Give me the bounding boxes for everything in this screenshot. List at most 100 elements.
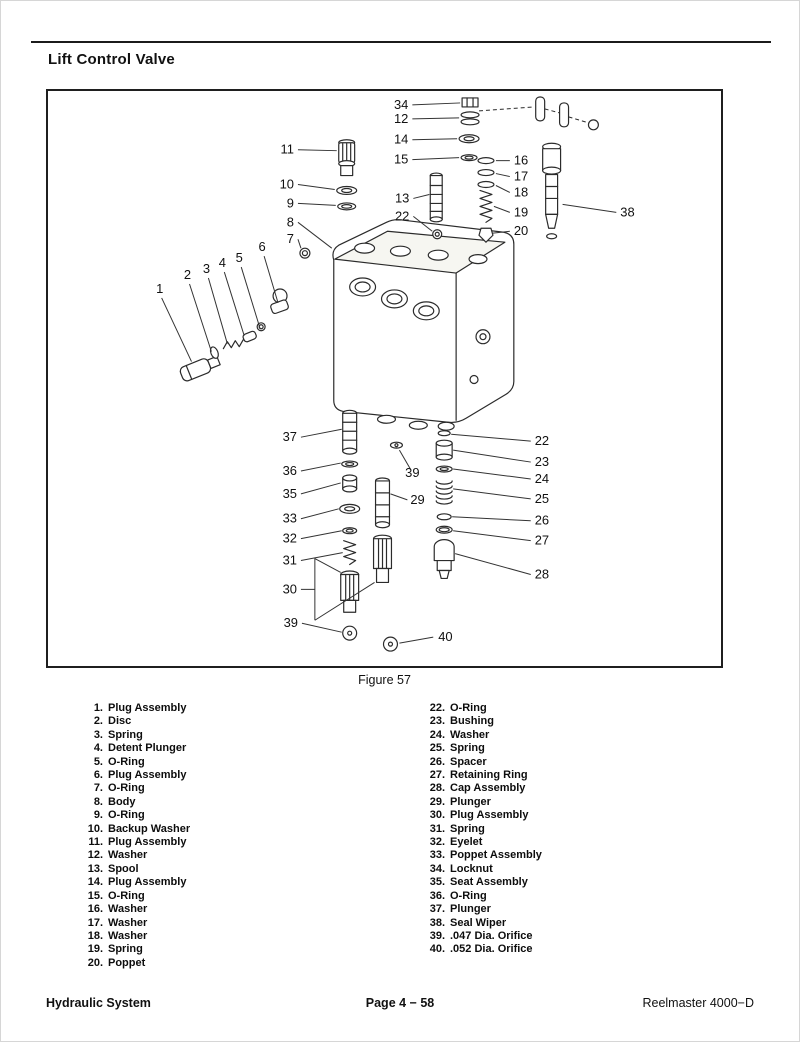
- part-number: 2.: [93, 715, 103, 728]
- callout-number-35: 35: [283, 486, 297, 501]
- o-ring-7-part: [299, 247, 311, 259]
- parts-list-item: 16.Washer: [79, 903, 421, 916]
- callout-number-13: 13: [395, 190, 409, 205]
- part-label: Poppet: [108, 956, 146, 969]
- parts-list-item: 20. Poppet: [79, 957, 421, 970]
- leader-line-15: [412, 157, 460, 161]
- part-label: Plug Assembly: [450, 809, 529, 822]
- leader-line-32: [300, 530, 342, 540]
- part-number: 1.: [93, 702, 103, 714]
- leader-line-37: [300, 428, 342, 438]
- leader-line-23: [453, 449, 531, 463]
- part-number: 16.: [87, 903, 103, 916]
- seal-wiper-38-part: [535, 96, 599, 240]
- assembly-dash-line: [478, 106, 534, 112]
- orifice-39a-part: [342, 625, 358, 641]
- o-ring-22b-part: [437, 430, 451, 437]
- part-number: 30.: [429, 809, 445, 822]
- leader-line-8: [297, 221, 333, 249]
- footer-model-name: Reelmaster 4000−D: [642, 996, 754, 1010]
- part-label: Poppet Assembly: [450, 849, 542, 862]
- part-label: Spacer: [450, 755, 487, 768]
- part-number: 20.: [87, 956, 103, 969]
- leader-line-2: [189, 283, 212, 352]
- part-label: Plug Assembly: [108, 836, 187, 849]
- parts-list-item: 28.Cap Assembly: [421, 782, 542, 795]
- part-number: 10.: [87, 822, 103, 835]
- leader-line-28: [454, 553, 531, 575]
- callout-number-22: 22: [395, 208, 409, 223]
- part-label: Plunger: [450, 903, 491, 916]
- part-label: O-Ring: [108, 755, 145, 768]
- leader-line-3: [207, 277, 228, 344]
- callout-number-12: 12: [394, 111, 408, 126]
- leader-line-22: [413, 215, 433, 232]
- footer-page-number: Page 4 − 58: [365, 996, 435, 1010]
- callout-number-17: 17: [514, 169, 528, 184]
- page-footer: Hydraulic System Page 4 − 58 Reelmaster …: [46, 996, 754, 1016]
- leader-line-9: [297, 202, 336, 206]
- part-label: .052 Dia. Orifice: [450, 943, 533, 956]
- part-number: 26.: [429, 755, 445, 768]
- leader-line-19: [493, 205, 511, 213]
- part-number: 6.: [93, 769, 103, 782]
- part-label: Spring: [108, 728, 143, 741]
- locknut-34-part: [461, 97, 479, 108]
- part-number: 15.: [87, 889, 103, 902]
- o-ring-22-top-part: [432, 229, 443, 240]
- plug-assembly-6-part: [270, 288, 289, 315]
- part-label: Plunger: [450, 795, 491, 808]
- parts-list-item: 37.Plunger: [421, 903, 542, 916]
- part-number: 29.: [429, 795, 445, 808]
- callout-number-39: 39: [405, 465, 419, 480]
- parts-list-item: 13.Spool: [79, 863, 421, 876]
- part-number: 7.: [93, 782, 103, 795]
- parts-list-item: 25.Spring: [421, 742, 542, 755]
- detent-plunger-4-part: [242, 330, 257, 343]
- part-number: 39.: [429, 929, 445, 942]
- leader-line-26: [452, 516, 531, 522]
- bushing-23-part: [435, 439, 453, 461]
- leader-line-10: [297, 184, 335, 190]
- parts-list-item: 30. Plug Assembly: [421, 809, 542, 822]
- leader-line-20: [491, 230, 510, 234]
- part-number: 40.: [429, 943, 445, 956]
- part-number: 17.: [87, 916, 103, 929]
- callout-number-8: 8: [287, 214, 294, 229]
- leader-line-29: [390, 493, 408, 501]
- leader-line-17: [495, 173, 510, 178]
- part-label: O-Ring: [108, 889, 145, 902]
- parts-list-item: 35.Seat Assembly: [421, 876, 542, 889]
- leader-line-22: [451, 433, 531, 442]
- part-label: Locknut: [450, 862, 493, 875]
- leader-line-36: [300, 462, 341, 472]
- part-number: 3.: [93, 728, 103, 741]
- washer-24-part: [435, 465, 453, 473]
- callout-number-10: 10: [280, 176, 294, 191]
- part-number: 36.: [429, 889, 445, 902]
- leader-line-12: [412, 117, 460, 120]
- parts-list-item: 1.Plug Assembly: [79, 702, 421, 715]
- plunger-29-part: [374, 477, 391, 529]
- callout-number-23: 23: [535, 454, 549, 469]
- poppet-20-part: [478, 227, 494, 243]
- callout-number-14: 14: [394, 132, 408, 147]
- parts-list-item: 24.Washer: [421, 729, 542, 742]
- callout-number-1: 1: [156, 281, 163, 296]
- callout-number-29: 29: [410, 492, 424, 507]
- leader-line-39: [398, 449, 411, 470]
- plug-assembly-30b-part: [372, 534, 393, 584]
- callout-number-36: 36: [283, 463, 297, 478]
- callout-number-11: 11: [281, 142, 294, 157]
- part-number: 27.: [429, 769, 445, 782]
- part-label: Spool: [108, 862, 139, 875]
- callout-number-3: 3: [203, 261, 210, 276]
- spring-19-part: [479, 189, 493, 223]
- part-label: Backup Washer: [108, 822, 191, 835]
- leader-line-18: [495, 185, 511, 193]
- leader-line-4: [223, 271, 245, 336]
